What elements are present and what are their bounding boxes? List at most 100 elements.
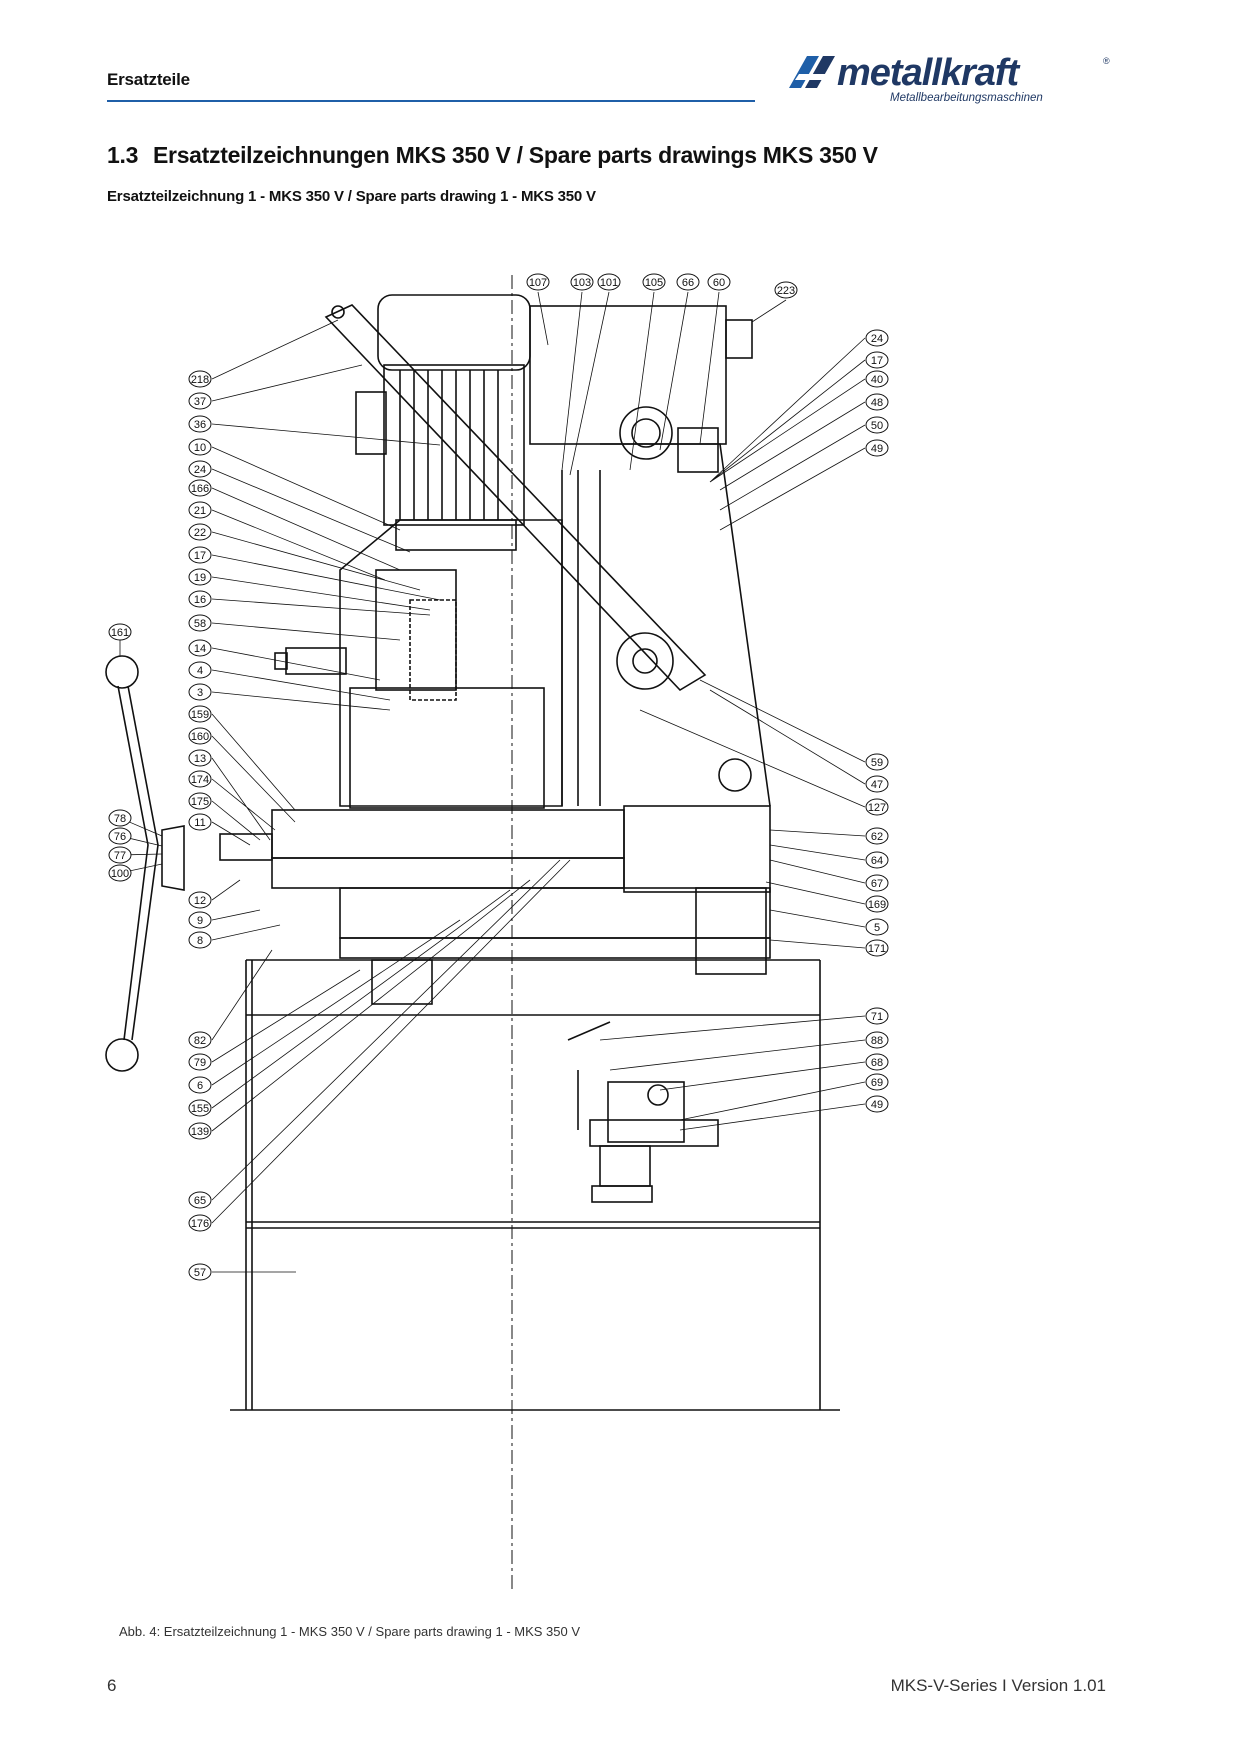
logo-mark-icon <box>789 56 835 88</box>
part-number-label: 223 <box>777 285 795 297</box>
header-rule <box>107 100 755 102</box>
part-number-label: 22 <box>194 527 206 539</box>
part-callout-17: 17 <box>865 351 889 369</box>
part-number-label: 47 <box>871 779 883 791</box>
part-number-label: 101 <box>600 277 618 289</box>
part-number-label: 11 <box>194 817 205 829</box>
part-number-label: 12 <box>194 895 206 907</box>
part-callout-22: 22 <box>188 523 212 541</box>
part-callout-57: 57 <box>188 1263 212 1281</box>
logo-wordmark: metallkraft <box>837 52 1019 94</box>
part-callout-17: 17 <box>188 546 212 564</box>
part-number-label: 103 <box>573 277 591 289</box>
part-callout-62: 62 <box>865 827 889 845</box>
part-number-label: 76 <box>114 831 126 843</box>
header-section-title: Ersatzteile <box>107 70 190 89</box>
part-callout-16: 16 <box>188 590 212 608</box>
part-callout-160: 160 <box>188 727 212 745</box>
part-number-label: 17 <box>871 355 883 367</box>
part-number-label: 8 <box>197 935 203 947</box>
part-number-label: 71 <box>871 1011 883 1023</box>
part-number-label: 9 <box>197 915 203 927</box>
part-number-label: 100 <box>111 868 129 880</box>
part-number-label: 59 <box>871 757 883 769</box>
part-number-label: 24 <box>194 464 206 476</box>
part-number-label: 21 <box>194 505 206 517</box>
part-callout-14: 14 <box>188 639 212 657</box>
part-callout-4: 4 <box>188 661 212 679</box>
part-number-label: 62 <box>871 831 883 843</box>
part-number-label: 57 <box>194 1267 206 1279</box>
part-callout-105: 105 <box>642 273 666 291</box>
logo-tagline: Metallbearbeitungsmaschinen <box>890 92 1043 104</box>
part-number-label: 155 <box>191 1103 209 1115</box>
part-number-label: 5 <box>874 922 880 934</box>
footer-document-version: MKS-V-Series I Version 1.01 <box>890 1676 1106 1695</box>
part-callout-166: 166 <box>188 479 212 497</box>
part-number-label: 77 <box>114 850 126 862</box>
part-number-label: 16 <box>194 594 206 606</box>
part-callout-103: 103 <box>570 273 594 291</box>
part-number-label: 176 <box>191 1218 209 1230</box>
part-callout-161: 161 <box>108 623 132 641</box>
part-callout-159: 159 <box>188 705 212 723</box>
part-number-label: 166 <box>191 483 209 495</box>
part-callout-58: 58 <box>188 614 212 632</box>
part-number-label: 159 <box>191 709 209 721</box>
part-number-label: 78 <box>114 813 126 825</box>
part-number-label: 127 <box>868 802 886 814</box>
part-number-label: 3 <box>197 687 203 699</box>
part-number-label: 49 <box>871 1099 883 1111</box>
part-callout-65: 65 <box>188 1191 212 1209</box>
part-callout-37: 37 <box>188 392 212 410</box>
part-number-label: 175 <box>191 796 209 808</box>
part-number-label: 37 <box>194 396 206 408</box>
part-number-label: 82 <box>194 1035 206 1047</box>
part-callout-71: 71 <box>865 1007 889 1025</box>
part-callout-40: 40 <box>865 370 889 388</box>
part-number-label: 60 <box>713 277 725 289</box>
part-callout-88: 88 <box>865 1031 889 1049</box>
part-callout-155: 155 <box>188 1099 212 1117</box>
part-number-label: 169 <box>868 899 886 911</box>
part-callout-101: 101 <box>597 273 621 291</box>
part-callout-47: 47 <box>865 775 889 793</box>
part-number-label: 58 <box>194 618 206 630</box>
part-number-label: 10 <box>194 442 206 454</box>
part-number-label: 24 <box>871 333 883 345</box>
part-number-label: 88 <box>871 1035 883 1047</box>
part-callout-223: 223 <box>774 281 798 299</box>
part-callout-49: 49 <box>865 439 889 457</box>
part-callout-50: 50 <box>865 416 889 434</box>
section-number: 1.3 <box>107 142 139 168</box>
part-number-label: 105 <box>645 277 663 289</box>
part-callout-79: 79 <box>188 1053 212 1071</box>
part-callout-21: 21 <box>188 501 212 519</box>
part-callout-218: 218 <box>188 370 212 388</box>
page-number: 6 <box>107 1676 117 1695</box>
part-number-label: 139 <box>191 1126 209 1138</box>
part-callout-68: 68 <box>865 1053 889 1071</box>
part-callout-48: 48 <box>865 393 889 411</box>
part-callout-13: 13 <box>188 749 212 767</box>
part-callout-176: 176 <box>188 1214 212 1232</box>
part-callout-6: 6 <box>188 1076 212 1094</box>
part-number-label: 4 <box>197 665 203 677</box>
part-callout-3: 3 <box>188 683 212 701</box>
part-callout-49: 49 <box>865 1095 889 1113</box>
part-callout-169: 169 <box>865 895 889 913</box>
metallkraft-logo: metallkraft ® Metallbearbeitungsmaschine… <box>785 52 1115 108</box>
part-callout-60: 60 <box>707 273 731 291</box>
part-number-label: 6 <box>197 1080 203 1092</box>
part-number-label: 19 <box>194 572 206 584</box>
part-callout-8: 8 <box>188 931 212 949</box>
part-callout-171: 171 <box>865 939 889 957</box>
part-number-label: 64 <box>871 855 883 867</box>
part-number-label: 160 <box>191 731 209 743</box>
part-callout-175: 175 <box>188 792 212 810</box>
part-callout-82: 82 <box>188 1031 212 1049</box>
part-number-label: 161 <box>111 627 129 639</box>
part-callout-24: 24 <box>865 329 889 347</box>
part-callout-36: 36 <box>188 415 212 433</box>
